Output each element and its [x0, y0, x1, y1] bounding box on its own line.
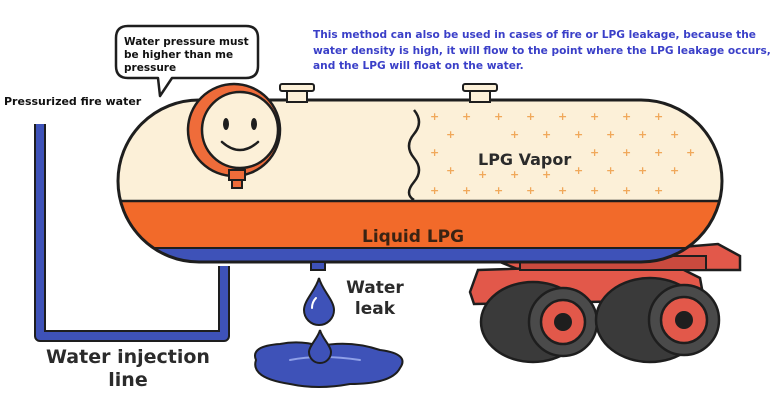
water-puddle-icon	[254, 341, 404, 388]
svg-text:+: +	[478, 168, 487, 181]
svg-text:+: +	[622, 184, 631, 197]
svg-text:+: +	[558, 110, 567, 123]
svg-text:+: +	[430, 184, 439, 197]
svg-text:+: +	[446, 164, 455, 177]
svg-text:+: +	[510, 168, 519, 181]
svg-text:+: +	[670, 128, 679, 141]
svg-text:+: +	[606, 164, 615, 177]
speech-bubble-text: Water pressure must be higher than me pr…	[124, 36, 249, 74]
lpg-tank: + + + + + + + + + + + + + + + + + + + + + + + + + + + + + + + + + + + +	[116, 83, 724, 271]
rear-tire-right	[594, 276, 721, 364]
svg-text:+: +	[654, 184, 663, 197]
svg-text:+: +	[574, 164, 583, 177]
svg-text:+: +	[446, 128, 455, 141]
svg-text:+: +	[622, 146, 631, 159]
water-leak-label-line2: leak	[354, 299, 396, 319]
top-valve-left	[279, 83, 315, 103]
svg-text:+: +	[558, 184, 567, 197]
rear-tire-left	[479, 280, 599, 364]
water-drop-icon	[307, 329, 333, 364]
svg-text:+: +	[510, 128, 519, 141]
svg-text:+: +	[590, 110, 599, 123]
svg-text:+: +	[654, 110, 663, 123]
water-injection-label: Water injection line	[28, 346, 228, 392]
svg-text:+: +	[654, 146, 663, 159]
pressurized-fire-water-label: Pressurized fire water	[4, 95, 142, 108]
svg-text:+: +	[590, 184, 599, 197]
leak-nozzle	[310, 261, 326, 271]
svg-text:+: +	[542, 128, 551, 141]
svg-text:+: +	[622, 110, 631, 123]
smiling-gauge-icon	[186, 82, 282, 189]
svg-text:+: +	[494, 110, 503, 123]
vapor-boundary	[407, 109, 421, 202]
water-leak-label-line1: Water	[346, 278, 404, 298]
svg-text:+: +	[670, 164, 679, 177]
speech-bubble	[114, 24, 260, 98]
water-injection-pipe	[34, 124, 230, 342]
svg-text:+: +	[542, 168, 551, 181]
svg-text:+: +	[638, 164, 647, 177]
svg-text:+: +	[462, 110, 471, 123]
svg-text:+: +	[494, 184, 503, 197]
water-leak-label: Water leak	[340, 278, 410, 320]
liquid-lpg-label: Liquid LPG	[362, 227, 465, 247]
svg-text:+: +	[574, 128, 583, 141]
water-drop-icon	[302, 277, 336, 326]
svg-text:+: +	[526, 110, 535, 123]
svg-text:+: +	[686, 146, 695, 159]
svg-text:+: +	[606, 128, 615, 141]
trailer	[468, 242, 742, 364]
svg-text:+: +	[638, 128, 647, 141]
top-valve-right	[462, 83, 498, 103]
method-note: This method can also be used in cases of…	[313, 29, 771, 72]
vapor-particles: + + + + + + + + + + + + + + + + + + + + + + + + + + + + + + + + + + + +	[430, 110, 695, 197]
svg-text:+: +	[430, 110, 439, 123]
water-injection-label-line1: Water injection	[46, 346, 210, 368]
svg-text:+: +	[430, 146, 439, 159]
water-injection-label-line2: line	[108, 369, 148, 391]
svg-text:+: +	[590, 146, 599, 159]
svg-text:+: +	[526, 184, 535, 197]
svg-text:+: +	[462, 184, 471, 197]
lpg-vapor-label: LPG Vapor	[478, 150, 572, 169]
